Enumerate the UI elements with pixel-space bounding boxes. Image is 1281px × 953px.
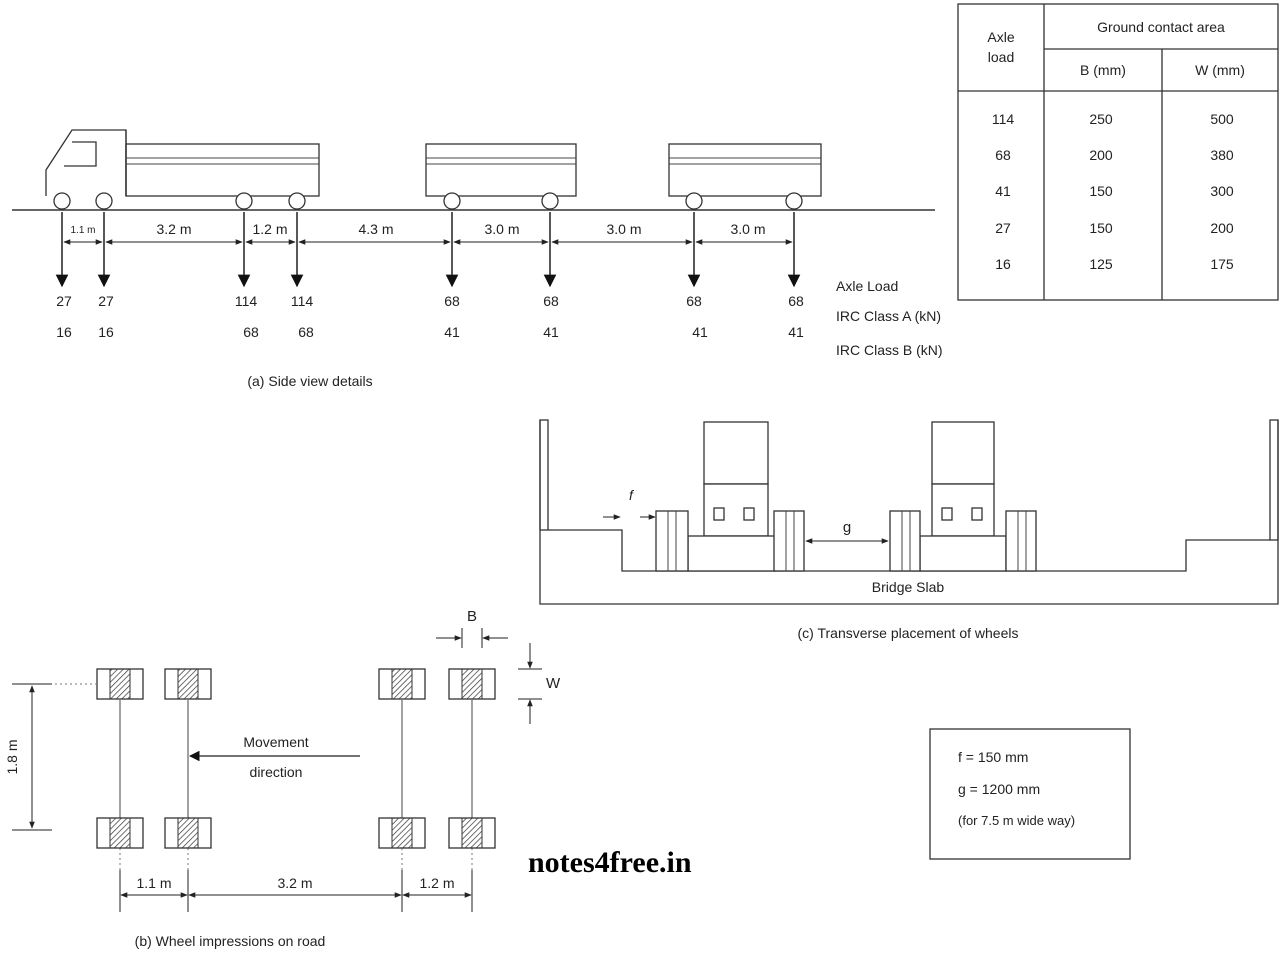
wheel-impressions: B W 1.8 m Movement direction <box>4 608 561 949</box>
trailer-1 <box>425 143 577 197</box>
movement-label-1: Movement <box>243 734 308 750</box>
table-cell: 27 <box>995 220 1011 236</box>
wheels <box>53 192 803 210</box>
class-a-row-label: IRC Class A (kN) <box>836 308 941 324</box>
contact-area-table: Axle load Ground contact area B (mm) W (… <box>957 3 1279 301</box>
class-b-load: 16 <box>98 324 114 340</box>
table-cell: 41 <box>995 183 1011 199</box>
table-cell: 150 <box>1089 220 1113 236</box>
class-b-load: 68 <box>243 324 259 340</box>
b-label: B <box>467 608 477 625</box>
w-dimension <box>518 643 542 724</box>
spacing-label: 3.0 m <box>606 221 641 237</box>
wheel-spacing-dimensions <box>119 870 473 912</box>
bridge-slab-label: Bridge Slab <box>872 579 945 595</box>
class-b-row-label: IRC Class B (kN) <box>836 342 943 358</box>
height-dimension <box>12 683 52 831</box>
notes-box: f = 150 mm g = 1200 mm (for 7.5 m wide w… <box>929 728 1131 860</box>
f-label: f <box>629 487 635 503</box>
spacing-label: 3.2 m <box>156 221 191 237</box>
table-header-w: W (mm) <box>1195 62 1245 78</box>
w-label: W <box>546 675 561 692</box>
transverse-caption: (c) Transverse placement of wheels <box>798 625 1019 641</box>
class-b-load: 41 <box>692 324 708 340</box>
axle-load-arrows <box>55 212 801 288</box>
table-cell: 380 <box>1210 147 1234 163</box>
table-cell: 68 <box>995 147 1011 163</box>
table-cell: 150 <box>1089 183 1113 199</box>
table-header-axle: Axle <box>987 29 1014 45</box>
wheel-spacing-label: 3.2 m <box>277 875 312 891</box>
note-way: (for 7.5 m wide way) <box>958 813 1075 828</box>
table-cell: 500 <box>1210 111 1234 127</box>
truck-body <box>125 143 320 197</box>
wheel-impressions-caption: (b) Wheel impressions on road <box>135 933 326 949</box>
class-a-load: 68 <box>543 293 559 309</box>
class-b-load: 41 <box>788 324 804 340</box>
vehicle-1 <box>655 421 805 572</box>
table-row: 27 150 200 <box>995 220 1234 236</box>
class-b-load: 41 <box>543 324 559 340</box>
note-f: f = 150 mm <box>958 749 1028 765</box>
movement-label-2: direction <box>250 764 303 780</box>
table-row: 114 250 500 <box>992 111 1234 127</box>
truck-cab <box>45 129 127 196</box>
table-header-load: load <box>988 49 1014 65</box>
spacing-label: 1.2 m <box>252 221 287 237</box>
note-g: g = 1200 mm <box>958 781 1040 797</box>
wheel-impression-row-top <box>96 668 496 700</box>
wheel-spacing-label: 1.1 m <box>136 875 171 891</box>
class-b-load: 68 <box>298 324 314 340</box>
side-view: 1.1 m 3.2 m 1.2 m 4.3 m 3.0 m 3.0 m 3.0 … <box>12 129 943 389</box>
class-a-load: 114 <box>291 293 314 309</box>
axle-spacing-labels: 1.1 m 3.2 m 1.2 m 4.3 m 3.0 m 3.0 m 3.0 … <box>66 220 766 238</box>
table-cell: 16 <box>995 256 1011 272</box>
class-b-load-values: 16 16 68 68 41 41 41 41 <box>56 324 804 340</box>
table-header-b: B (mm) <box>1080 62 1126 78</box>
class-a-load: 114 <box>235 293 258 309</box>
class-a-load: 27 <box>56 293 72 309</box>
vehicle-2 <box>889 421 1037 572</box>
spacing-label: 1.1 m <box>70 225 95 236</box>
axle-load-row-label: Axle Load <box>836 278 898 294</box>
b-dimension <box>436 628 508 648</box>
spacing-label: 4.3 m <box>358 221 393 237</box>
table-cell: 125 <box>1089 256 1113 272</box>
height-label: 1.8 m <box>4 739 20 774</box>
class-a-load: 27 <box>98 293 114 309</box>
table-row: 68 200 380 <box>995 147 1234 163</box>
trailer-2 <box>668 143 822 197</box>
transverse-placement: f g Bridge Slab (c) Transverse placement… <box>539 419 1279 641</box>
table-cell: 200 <box>1089 147 1113 163</box>
table-header-group: Ground contact area <box>1097 19 1225 35</box>
wheel-impression-row-bottom <box>96 817 496 849</box>
table-cell: 300 <box>1210 183 1234 199</box>
class-b-load: 16 <box>56 324 72 340</box>
class-a-load: 68 <box>444 293 460 309</box>
wheel-spacing-label: 1.2 m <box>419 875 454 891</box>
class-b-load: 41 <box>444 324 460 340</box>
table-cell: 175 <box>1210 256 1234 272</box>
table-cell: 250 <box>1089 111 1113 127</box>
table-cell: 114 <box>992 111 1015 127</box>
table-cell: 200 <box>1210 220 1234 236</box>
class-a-load-values: 27 27 114 114 68 68 68 68 <box>56 293 804 309</box>
class-a-load: 68 <box>788 293 804 309</box>
g-label: g <box>843 519 851 536</box>
spacing-label: 3.0 m <box>730 221 765 237</box>
watermark: notes4free.in <box>528 846 692 879</box>
table-row: 41 150 300 <box>995 183 1234 199</box>
side-view-caption: (a) Side view details <box>247 373 372 389</box>
class-a-load: 68 <box>686 293 702 309</box>
table-row: 16 125 175 <box>995 256 1234 272</box>
spacing-label: 3.0 m <box>484 221 519 237</box>
